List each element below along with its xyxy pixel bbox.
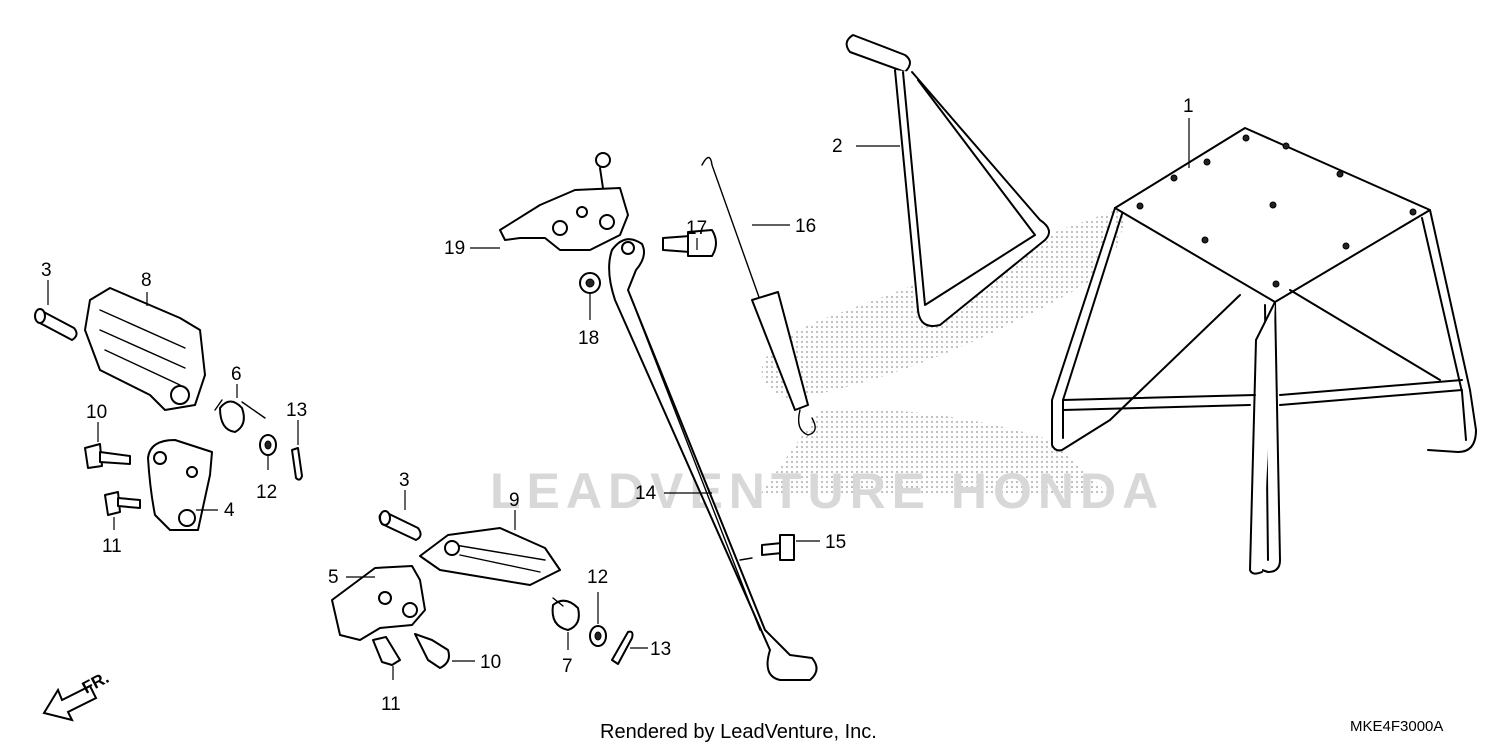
callout-18: 18 bbox=[578, 294, 599, 349]
callout-6-label: 6 bbox=[231, 364, 242, 385]
watermark: LEADVENTURE HONDA bbox=[490, 205, 1164, 519]
callout-13-left: 13 bbox=[286, 400, 307, 445]
front-direction-indicator: FR. bbox=[42, 668, 112, 722]
part-4-bracket[interactable] bbox=[147, 439, 213, 531]
callout-13-center-label: 13 bbox=[650, 639, 671, 660]
callout-7-label: 7 bbox=[562, 656, 573, 677]
part-5-bracket[interactable] bbox=[331, 565, 426, 641]
part-11-bolt-center[interactable] bbox=[372, 636, 401, 666]
callout-9: 9 bbox=[509, 490, 520, 530]
callout-2-label: 2 bbox=[832, 136, 843, 157]
callout-12-center-label: 12 bbox=[587, 567, 608, 588]
callout-11-left: 11 bbox=[102, 517, 122, 557]
callout-5: 5 bbox=[328, 567, 375, 588]
part-13-cotter-pin-center[interactable] bbox=[611, 630, 634, 665]
part-10-bolt-center[interactable] bbox=[414, 633, 450, 669]
callout-12-left: 12 bbox=[256, 456, 277, 503]
callout-3-center: 3 bbox=[399, 470, 410, 510]
callout-12-left-label: 12 bbox=[256, 482, 277, 503]
footer-credit: Rendered by LeadVenture, Inc. bbox=[600, 721, 877, 743]
callout-16: 16 bbox=[752, 216, 816, 237]
callout-15-label: 15 bbox=[825, 532, 846, 553]
callout-9-label: 9 bbox=[509, 490, 520, 511]
callout-14-label: 14 bbox=[635, 483, 657, 504]
callout-2: 2 bbox=[832, 136, 900, 157]
watermark-text: LEADVENTURE HONDA bbox=[490, 463, 1164, 519]
part-12-washer-left[interactable] bbox=[259, 434, 277, 456]
callout-16-label: 16 bbox=[795, 216, 816, 237]
callout-11-left-label: 11 bbox=[102, 536, 122, 557]
diagram-code: MKE4F3000A bbox=[1350, 718, 1443, 735]
callout-12-center: 12 bbox=[587, 567, 608, 624]
part-6-spring[interactable] bbox=[214, 399, 266, 433]
callout-3-left-label: 3 bbox=[41, 260, 52, 281]
callout-10-center-label: 10 bbox=[480, 652, 501, 673]
callout-13-left-label: 13 bbox=[286, 400, 307, 421]
part-3-pin-center[interactable] bbox=[378, 510, 422, 541]
callout-19: 19 bbox=[444, 238, 500, 259]
part-1-work-stand[interactable] bbox=[1051, 127, 1477, 575]
callout-3-left: 3 bbox=[41, 260, 52, 305]
callout-4: 4 bbox=[196, 500, 235, 521]
part-14-side-stand[interactable] bbox=[608, 238, 818, 681]
watermark-wing-shape bbox=[760, 205, 1130, 495]
callout-11-center: 11 bbox=[381, 666, 401, 715]
callout-18-label: 18 bbox=[578, 328, 599, 349]
part-10-bolt-left[interactable] bbox=[84, 443, 131, 469]
part-9-footpeg[interactable] bbox=[419, 527, 561, 586]
part-2-triangle-stand[interactable] bbox=[845, 34, 1050, 327]
callout-10-left-label: 10 bbox=[86, 402, 107, 423]
callout-13-center: 13 bbox=[630, 639, 671, 660]
callout-11-center-label: 11 bbox=[381, 694, 401, 715]
callout-14: 14 bbox=[635, 483, 712, 504]
callout-15: 15 bbox=[796, 532, 846, 553]
callout-17-label: 17 bbox=[686, 218, 707, 239]
part-11-bolt-left[interactable] bbox=[104, 491, 141, 516]
part-19-bracket[interactable] bbox=[499, 152, 629, 251]
callout-6: 6 bbox=[231, 364, 242, 398]
part-15-bolt[interactable] bbox=[761, 534, 795, 561]
part-8-footpeg[interactable] bbox=[84, 287, 206, 411]
part-3-pin-left[interactable] bbox=[34, 308, 78, 341]
callout-19-label: 19 bbox=[444, 238, 465, 259]
callout-1: 1 bbox=[1183, 96, 1194, 168]
callout-10-center: 10 bbox=[452, 652, 501, 673]
callout-1-label: 1 bbox=[1183, 96, 1194, 117]
callout-7: 7 bbox=[562, 632, 573, 677]
callout-10-left: 10 bbox=[86, 402, 107, 442]
callout-8-label: 8 bbox=[141, 270, 152, 291]
part-7-spring[interactable] bbox=[551, 597, 580, 631]
front-direction-arrow-icon bbox=[42, 684, 98, 722]
callout-3-center-label: 3 bbox=[399, 470, 410, 491]
part-13-cotter-pin-left[interactable] bbox=[291, 447, 303, 481]
callout-8: 8 bbox=[141, 270, 152, 306]
part-12-washer-center[interactable] bbox=[589, 625, 607, 647]
part-17-bolt[interactable] bbox=[662, 229, 717, 257]
callout-5-label: 5 bbox=[328, 567, 339, 588]
part-16-spring[interactable] bbox=[701, 156, 816, 436]
callout-17: 17 bbox=[686, 218, 707, 250]
part-18-nut[interactable] bbox=[579, 272, 601, 294]
callout-4-label: 4 bbox=[224, 500, 235, 521]
